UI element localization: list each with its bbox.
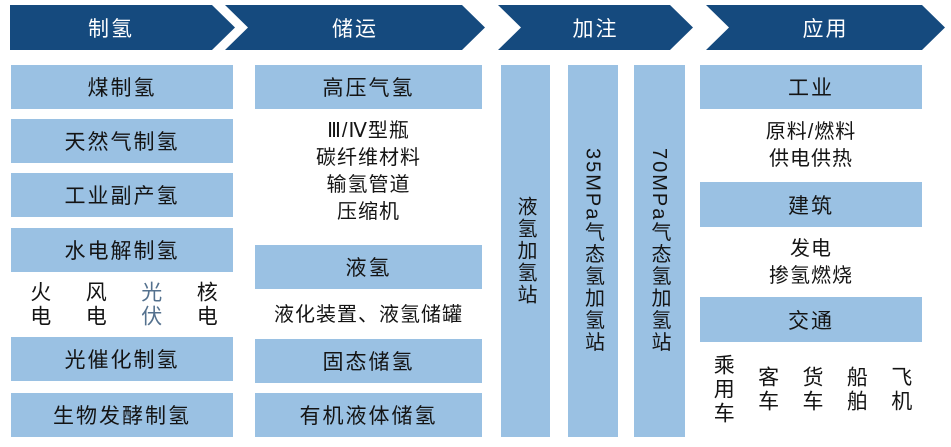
- note-type-bottle: Ⅲ/Ⅳ型瓶: [327, 120, 410, 142]
- note-liquefaction-tank-text: 液化装置、液氢储罐: [274, 303, 463, 326]
- box-high-pressure-gas-label: 高压气氢: [322, 77, 415, 100]
- power-sources-row: 火电 风电 光伏 核电: [11, 276, 233, 334]
- bar-70mpa-gas-station: 70MPa气态氢加氢站: [634, 65, 685, 437]
- vehicle-types-row: 乘用车 客车 货车 船舶 飞机: [700, 348, 922, 432]
- note-pipeline: 输氢管道: [326, 174, 411, 196]
- box-organic-liquid-storage: 有机液体储氢: [255, 393, 482, 437]
- vehicle-bus: 客车: [755, 366, 779, 414]
- box-industry-label: 工业: [788, 77, 834, 100]
- stage-label-refueling: 加注: [572, 17, 619, 41]
- note-carbon-fiber: 碳纤维材料: [316, 147, 421, 169]
- vehicle-passenger-car: 乘用车: [711, 354, 735, 426]
- vehicle-ship: 船舶: [844, 366, 868, 414]
- stage-chevron-application: 应用: [706, 5, 945, 50]
- box-coal-to-hydrogen-label: 煤制氢: [87, 77, 157, 100]
- note-liquefaction-tank: 液化装置、液氢储罐: [245, 301, 492, 329]
- box-biofermentation-label: 生物发酵制氢: [53, 405, 191, 428]
- box-liquid-hydrogen-label: 液氢: [345, 257, 392, 280]
- box-biofermentation-hydrogen: 生物发酵制氢: [11, 393, 233, 437]
- note-compressor: 压缩机: [337, 201, 400, 223]
- note-feedstock-fuel: 原料/燃料: [765, 121, 857, 143]
- note-hydrogen-blended-combustion: 掺氢燃烧: [769, 265, 853, 287]
- box-natural-gas-to-hydrogen: 天然气制氢: [11, 119, 233, 163]
- box-industrial-byproduct-label: 工业副产氢: [64, 185, 180, 208]
- box-coal-to-hydrogen: 煤制氢: [11, 65, 233, 109]
- note-building-uses: 发电 掺氢燃烧: [700, 236, 922, 290]
- box-natural-gas-label: 天然气制氢: [64, 131, 180, 154]
- note-gas-storage-tech: Ⅲ/Ⅳ型瓶 碳纤维材料 输氢管道 压缩机: [255, 117, 482, 227]
- box-transport-application: 交通: [700, 297, 922, 342]
- power-source-photovoltaic: 光伏: [138, 281, 162, 329]
- note-power-heat-supply: 供电供热: [769, 148, 853, 170]
- vehicle-aircraft: 飞机: [888, 366, 912, 414]
- box-transport-label: 交通: [788, 309, 834, 333]
- box-building-label: 建筑: [788, 194, 834, 218]
- box-organic-liquid-storage-label: 有机液体储氢: [299, 405, 438, 428]
- stage-label-storage: 储运: [332, 17, 378, 41]
- power-source-nuclear: 核电: [194, 281, 218, 329]
- box-building-application: 建筑: [700, 182, 922, 227]
- box-water-electrolysis-label: 水电解制氢: [64, 240, 180, 263]
- bar-liquid-hydrogen-station-label: 液氢加氢站: [514, 196, 536, 306]
- stage-chevron-storage: 储运: [225, 5, 485, 50]
- power-source-thermal: 火电: [27, 281, 51, 329]
- box-photocatalytic-label: 光催化制氢: [64, 349, 180, 372]
- box-water-electrolysis-hydrogen: 水电解制氢: [11, 228, 233, 272]
- stage-label-production: 制氢: [88, 17, 134, 41]
- bar-70mpa-gas-station-label: 70MPa气态氢加氢站: [648, 148, 670, 354]
- stage-label-application: 应用: [802, 17, 849, 41]
- bar-35mpa-gas-station-label: 35MPa气态氢加氢站: [581, 148, 604, 354]
- box-high-pressure-gas-hydrogen: 高压气氢: [255, 65, 482, 109]
- power-source-wind: 风电: [83, 281, 107, 329]
- bar-35mpa-gas-station: 35MPa气态氢加氢站: [568, 65, 618, 437]
- stage-chevron-production: 制氢: [10, 5, 235, 50]
- box-photocatalytic-hydrogen: 光催化制氢: [11, 337, 233, 381]
- box-solid-state-storage: 固态储氢: [255, 339, 482, 383]
- box-solid-state-storage-label: 固态储氢: [322, 351, 415, 374]
- stage-chevron-refueling: 加注: [498, 5, 693, 50]
- bar-liquid-hydrogen-station: 液氢加氢站: [501, 65, 550, 437]
- note-industry-uses: 原料/燃料 供电供热: [700, 119, 922, 173]
- box-industrial-byproduct-hydrogen: 工业副产氢: [11, 173, 233, 217]
- box-industry-application: 工业: [700, 65, 922, 109]
- vehicle-truck: 货车: [799, 366, 823, 414]
- box-liquid-hydrogen: 液氢: [255, 245, 482, 289]
- note-power-generation: 发电: [790, 238, 832, 260]
